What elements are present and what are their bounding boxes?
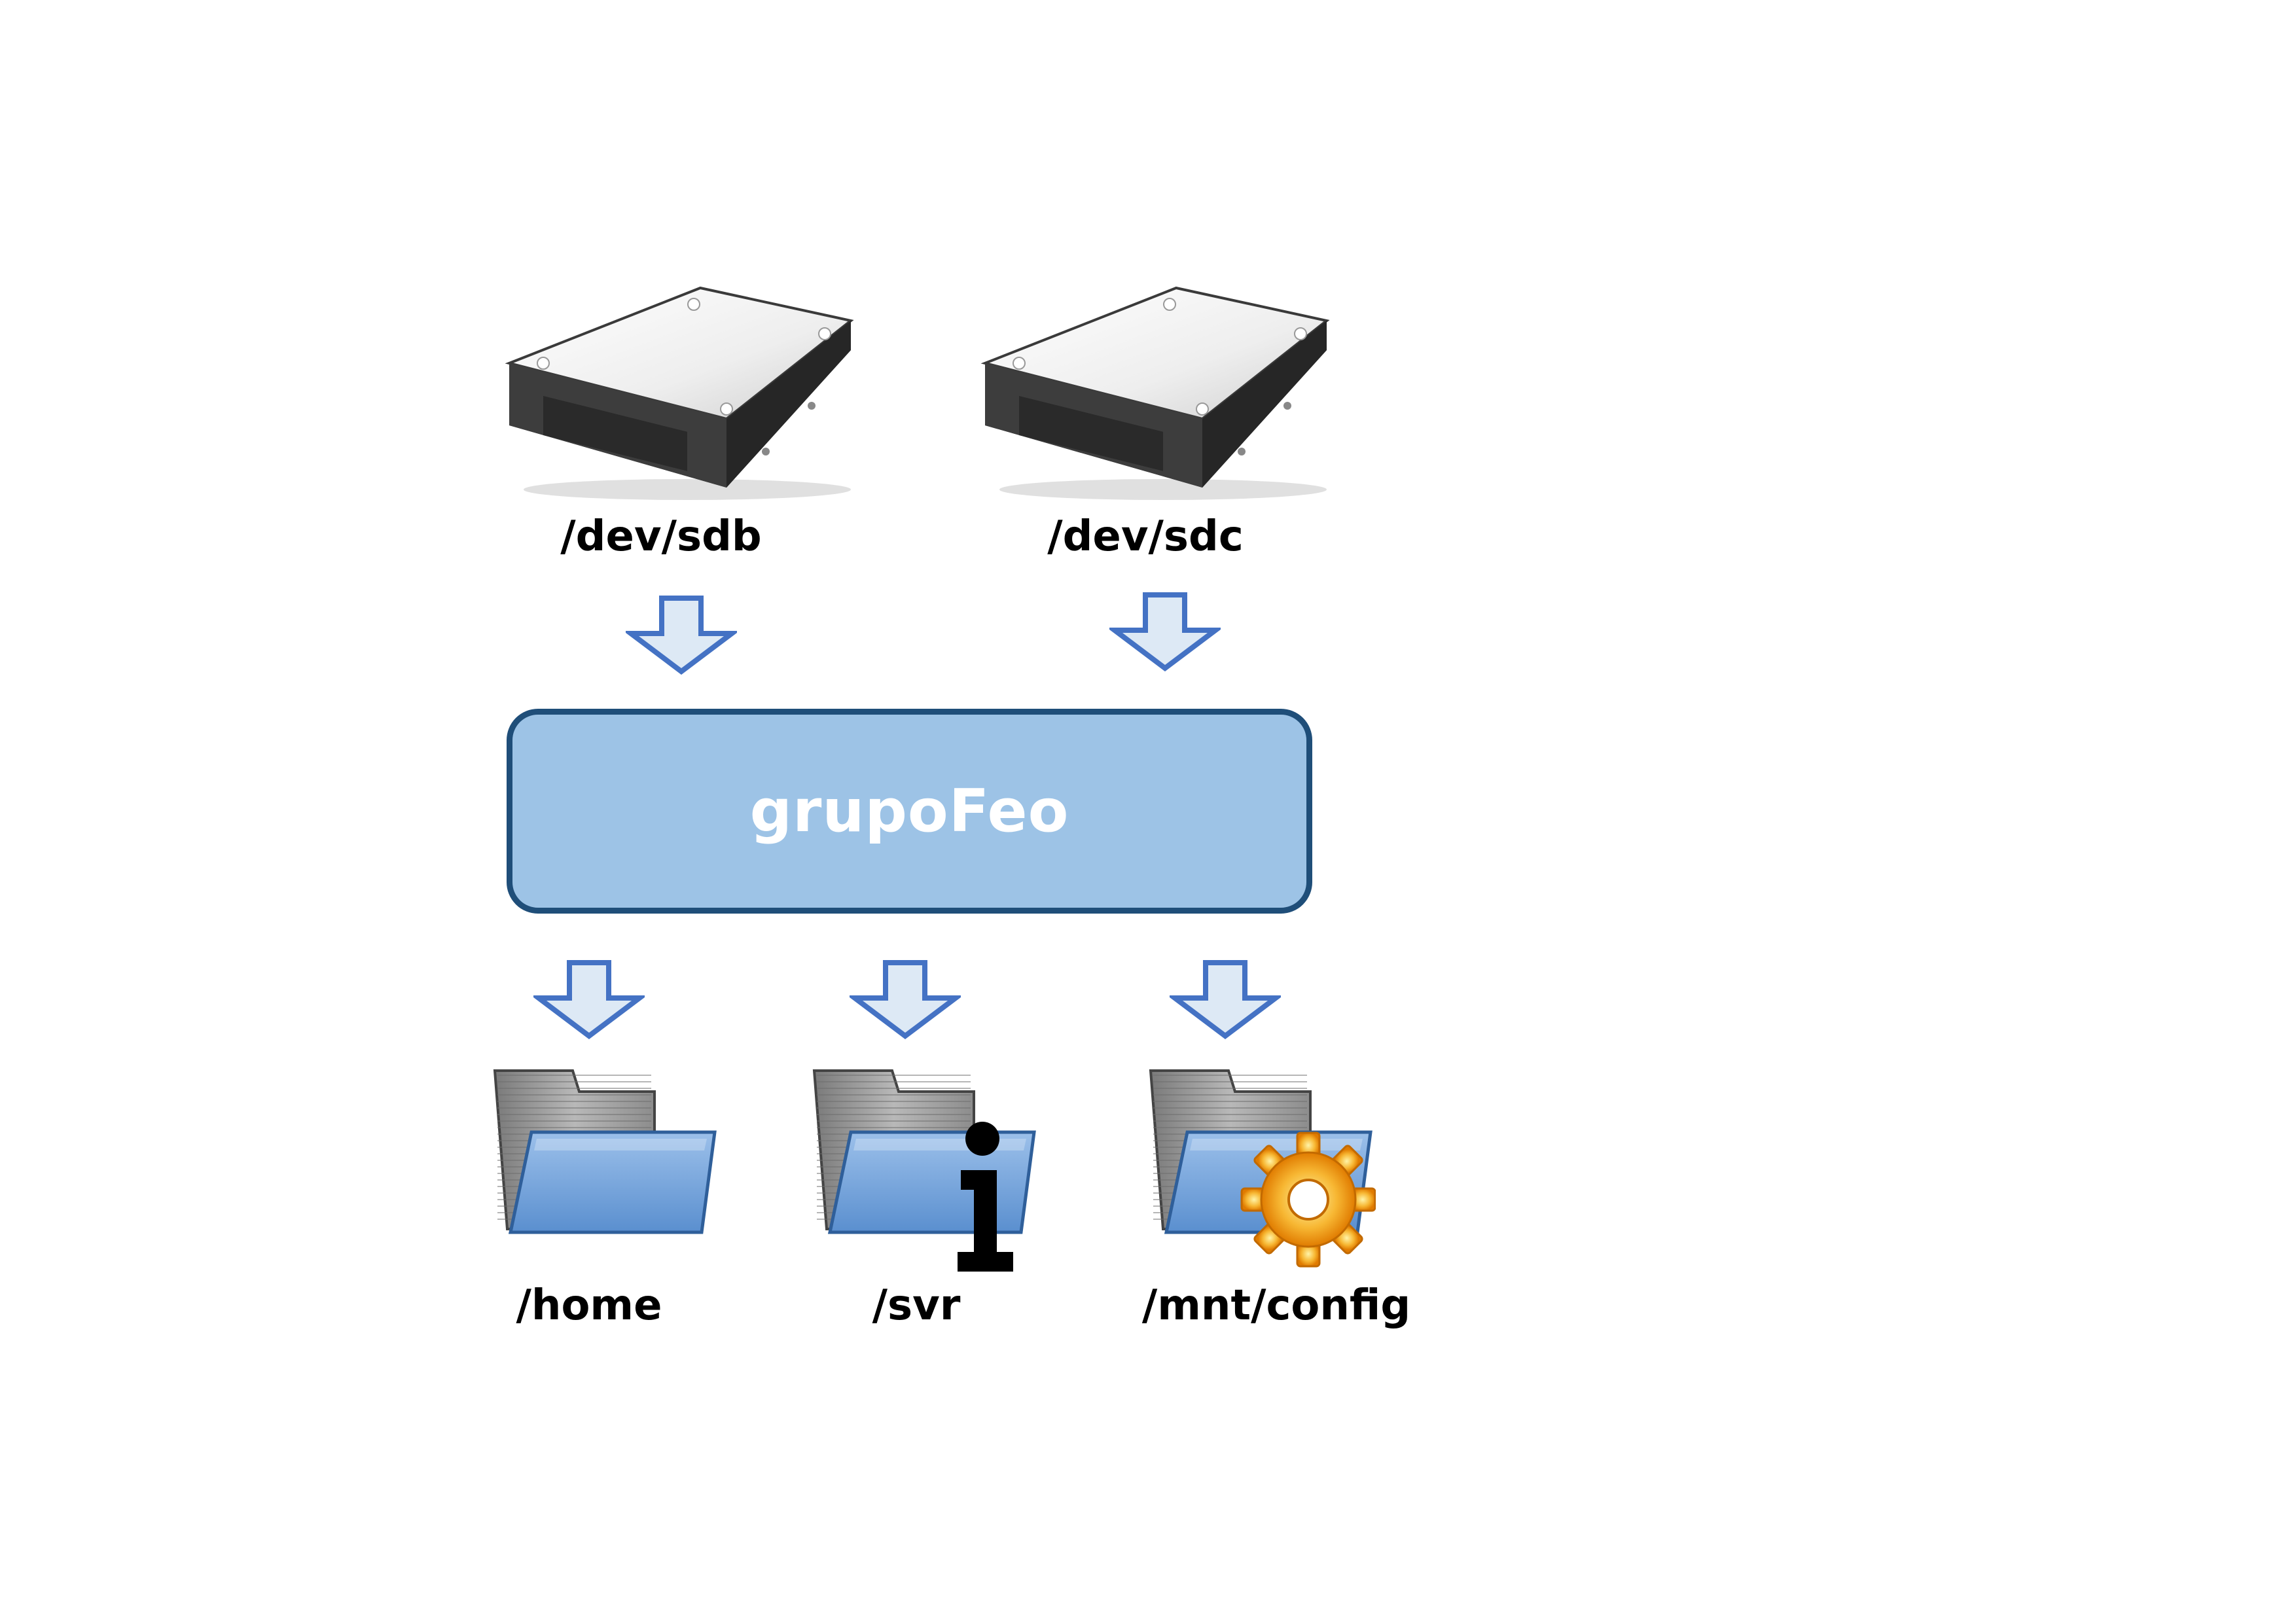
hard-disk-sdb-icon xyxy=(504,281,857,504)
down-arrow-icon xyxy=(850,959,961,1041)
down-arrow-icon xyxy=(626,594,737,676)
folder-settings-icon xyxy=(1147,1065,1376,1275)
volume-group-label: grupoFeo xyxy=(749,777,1069,846)
disk-label-sdc: /dev/sdc xyxy=(1047,512,1244,561)
folder-label-mnt-config: /mnt/config xyxy=(1141,1281,1411,1330)
info-icon xyxy=(958,1122,1013,1272)
down-arrow-icon xyxy=(533,959,645,1041)
folder-label-home: /home xyxy=(516,1281,662,1330)
down-arrow-icon xyxy=(1109,591,1221,673)
volume-group-box: grupoFeo xyxy=(507,709,1312,914)
folder-icon xyxy=(491,1065,720,1242)
hard-disk-sdc-icon xyxy=(980,281,1333,504)
disk-label-sdb: /dev/sdb xyxy=(560,512,762,561)
folder-label-svr: /svr xyxy=(872,1281,961,1330)
folder-info-icon xyxy=(810,1065,1039,1275)
gear-icon xyxy=(1240,1132,1376,1268)
down-arrow-icon xyxy=(1170,959,1281,1041)
